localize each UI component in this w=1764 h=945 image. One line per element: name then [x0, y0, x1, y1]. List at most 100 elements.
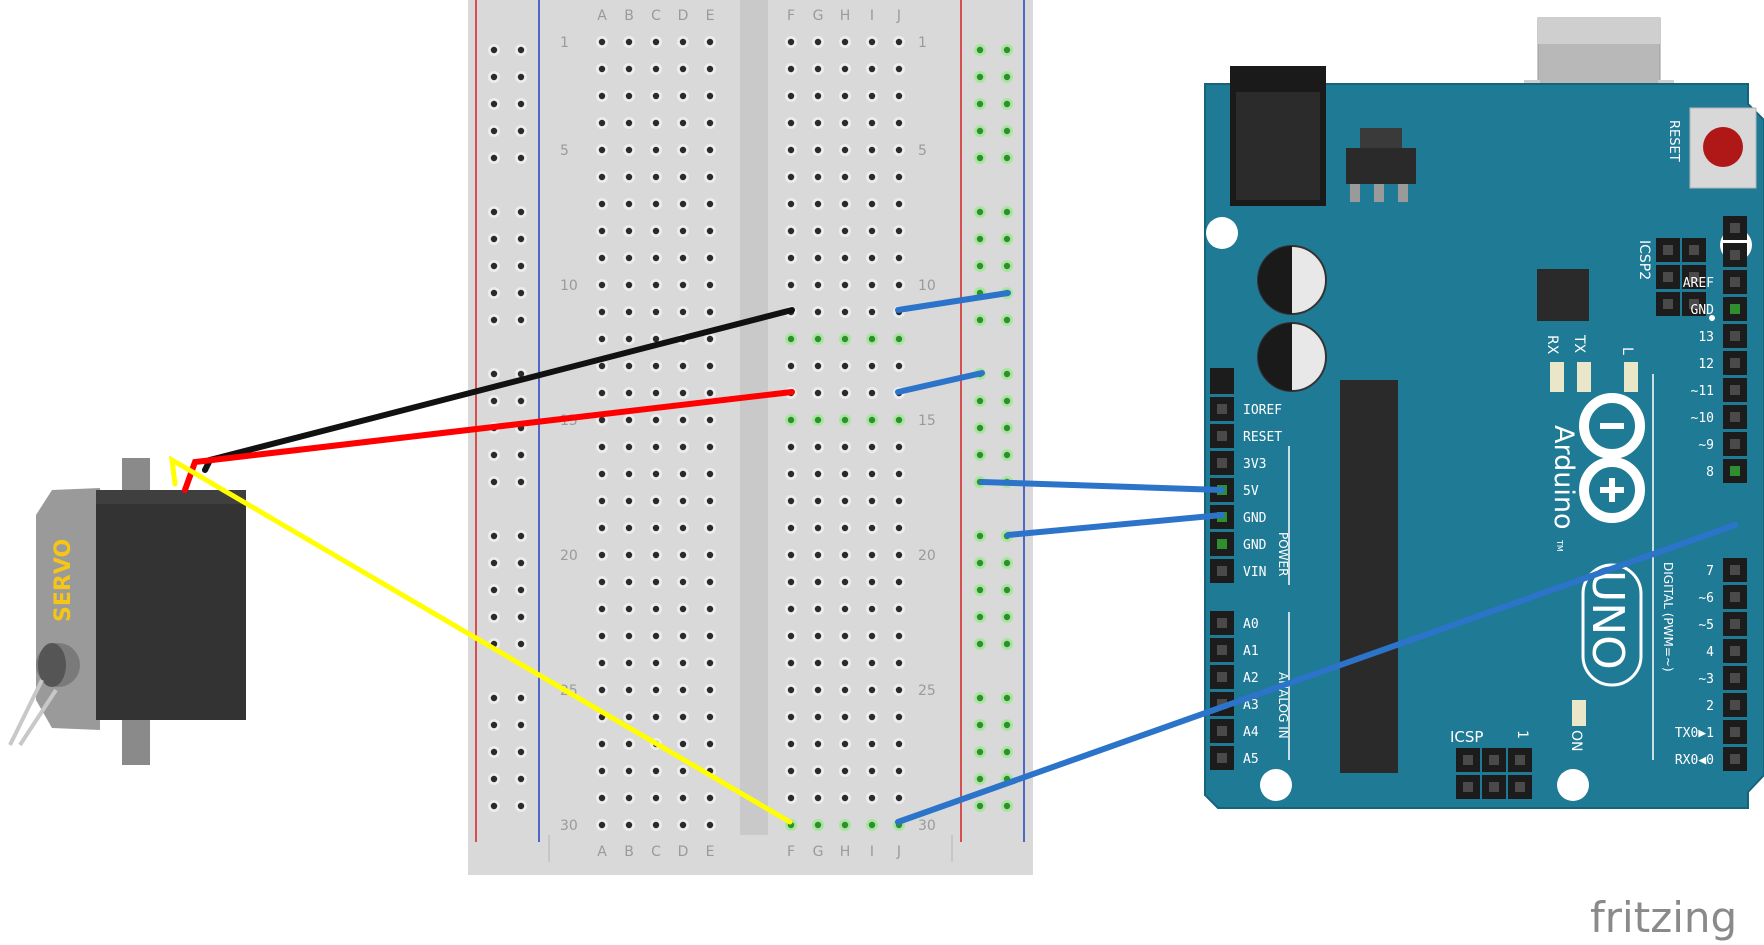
breadboard-hole-center [814, 686, 822, 694]
rail-hole-center [1003, 640, 1011, 648]
breadboard-hole-center [868, 794, 876, 802]
breadboard-holes [488, 36, 1013, 831]
breadboard-hole-center [895, 146, 903, 154]
digital-header [1723, 216, 1747, 771]
header-pin[interactable] [1663, 272, 1673, 282]
rail-hole-center [976, 46, 984, 54]
breadboard-hole-center [841, 173, 849, 181]
regulator-leg-2 [1374, 184, 1384, 202]
breadboard-hole-center [787, 767, 795, 775]
breadboard-hole-center [868, 254, 876, 262]
breadboard-hole-center [625, 605, 633, 613]
header-pin[interactable] [1217, 404, 1227, 414]
breadboard-hole-center [652, 308, 660, 316]
header-pin[interactable] [1689, 245, 1699, 255]
analog-pin-label: A5 [1243, 752, 1259, 767]
header-pin[interactable] [1217, 458, 1227, 468]
breadboard-hole-center [814, 632, 822, 640]
breadboard-hole-center [706, 200, 714, 208]
breadboard-hole-center [706, 254, 714, 262]
header-pin[interactable] [1730, 331, 1740, 341]
reset-button[interactable] [1703, 127, 1743, 167]
rx-label: RX [1544, 335, 1560, 355]
breadboard-row-number: 20 [560, 548, 578, 564]
header-pin[interactable] [1730, 592, 1740, 602]
rail-hole-center [490, 154, 498, 162]
header-pin[interactable] [1730, 754, 1740, 764]
rail-hole-center [490, 235, 498, 243]
header-pin[interactable] [1463, 755, 1473, 765]
header-pin[interactable] [1489, 755, 1499, 765]
header-pin[interactable] [1689, 299, 1699, 309]
breadboard-hole-center [625, 443, 633, 451]
header-pin[interactable] [1515, 782, 1525, 792]
fritzing-watermark: fritzing [1590, 893, 1737, 942]
breadboard-row-number: 5 [918, 143, 927, 159]
header-pin[interactable] [1730, 385, 1740, 395]
breadboard-hole-center [814, 416, 822, 424]
header-pin[interactable] [1217, 753, 1227, 763]
breadboard-center-channel [740, 0, 768, 835]
header-pin[interactable] [1730, 673, 1740, 683]
header-pin[interactable] [1730, 412, 1740, 422]
breadboard-hole-center [841, 794, 849, 802]
breadboard-hole-center [652, 524, 660, 532]
digital-pin-label: ~5 [1698, 618, 1714, 633]
header-pin[interactable] [1217, 618, 1227, 628]
breadboard-hole-center [625, 632, 633, 640]
header-pin[interactable] [1730, 727, 1740, 737]
breadboard-hole-center [787, 416, 795, 424]
header-pin[interactable] [1217, 726, 1227, 736]
header-pin[interactable] [1515, 755, 1525, 765]
breadboard-hole-center [895, 470, 903, 478]
rail-hole-center [517, 694, 525, 702]
header-pin[interactable] [1217, 431, 1227, 441]
wire-blue-gnd-rail [895, 290, 1011, 313]
rail-hole-center [490, 802, 498, 810]
header-pin[interactable] [1730, 223, 1740, 233]
header-pin[interactable] [1730, 250, 1740, 260]
icsp-header [1456, 748, 1532, 799]
breadboard-hole-center [679, 578, 687, 586]
breadboard-hole-center [841, 713, 849, 721]
header-pin[interactable] [1730, 700, 1740, 710]
breadboard-hole-center [895, 713, 903, 721]
breadboard-hole-center [895, 65, 903, 73]
breadboard-hole-center [652, 281, 660, 289]
breadboard-hole-center [814, 200, 822, 208]
header-pin[interactable] [1730, 565, 1740, 575]
breadboard-hole-center [841, 632, 849, 640]
rail-hole-center [1003, 802, 1011, 810]
header-pin[interactable] [1730, 358, 1740, 368]
digital-pin-label: RX0◀0 [1675, 753, 1714, 768]
breadboard-hole-center [787, 659, 795, 667]
header-pin[interactable] [1463, 782, 1473, 792]
breadboard-hole-center [706, 659, 714, 667]
header-pin[interactable] [1730, 304, 1740, 314]
breadboard-hole-center [652, 659, 660, 667]
breadboard-hole-center [868, 389, 876, 397]
breadboard-hole-center [679, 389, 687, 397]
breadboard-column-letter: H [840, 8, 851, 24]
header-pin[interactable] [1689, 272, 1699, 282]
header-pin[interactable] [1730, 277, 1740, 287]
rail-hole-center [1003, 397, 1011, 405]
header-pin[interactable] [1730, 439, 1740, 449]
digital-pin-label: ~10 [1691, 411, 1714, 426]
header-pin[interactable] [1217, 539, 1227, 549]
breadboard-hole-center [625, 524, 633, 532]
header-pin[interactable] [1730, 466, 1740, 476]
header-pin[interactable] [1489, 782, 1499, 792]
header-pin[interactable] [1217, 645, 1227, 655]
breadboard-hole-center [841, 443, 849, 451]
header-pin[interactable] [1730, 646, 1740, 656]
breadboard-hole-center [868, 767, 876, 775]
header-pin[interactable] [1730, 619, 1740, 629]
rail-hole-center [517, 73, 525, 81]
header-pin[interactable] [1217, 672, 1227, 682]
header-pin[interactable] [1217, 566, 1227, 576]
header-pin[interactable] [1663, 245, 1673, 255]
wire-blue-pin8 [895, 522, 1738, 825]
breadboard-hole-center [814, 524, 822, 532]
header-pin[interactable] [1663, 299, 1673, 309]
